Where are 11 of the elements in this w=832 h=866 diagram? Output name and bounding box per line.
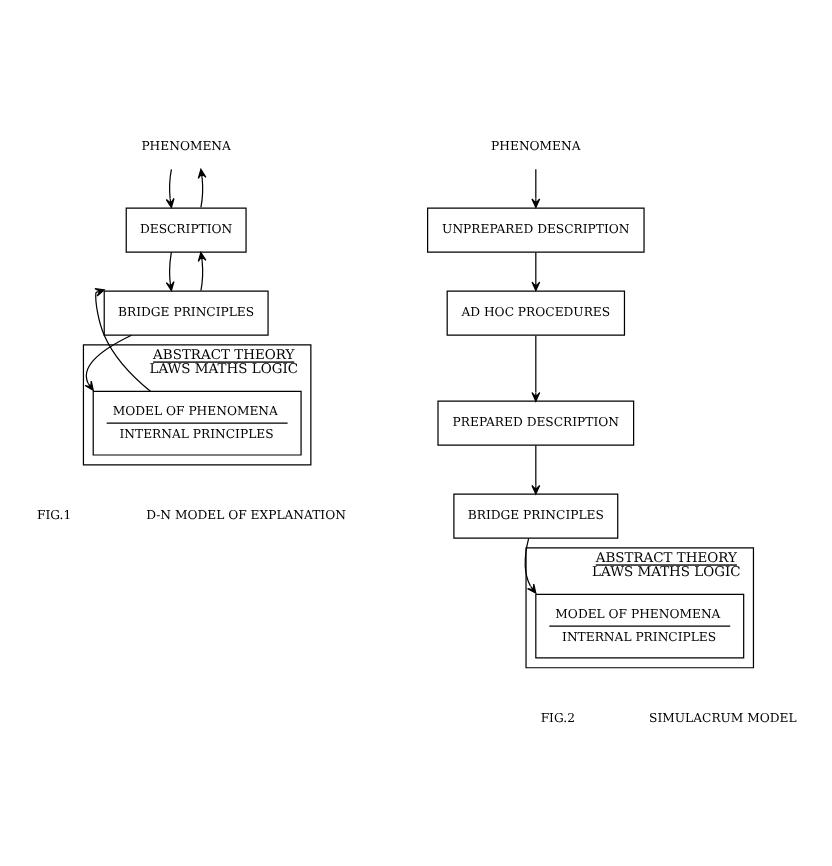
arrow: [531, 168, 541, 209]
arrow: [531, 444, 541, 495]
arrow: [531, 251, 541, 292]
arrow: [165, 168, 175, 209]
arrow: [197, 168, 207, 209]
arrow: [94, 288, 151, 392]
arrow: [524, 537, 537, 594]
arrow: [197, 251, 207, 292]
arrow: [84, 334, 133, 391]
arrow: [165, 251, 175, 292]
arrow: [531, 335, 541, 402]
